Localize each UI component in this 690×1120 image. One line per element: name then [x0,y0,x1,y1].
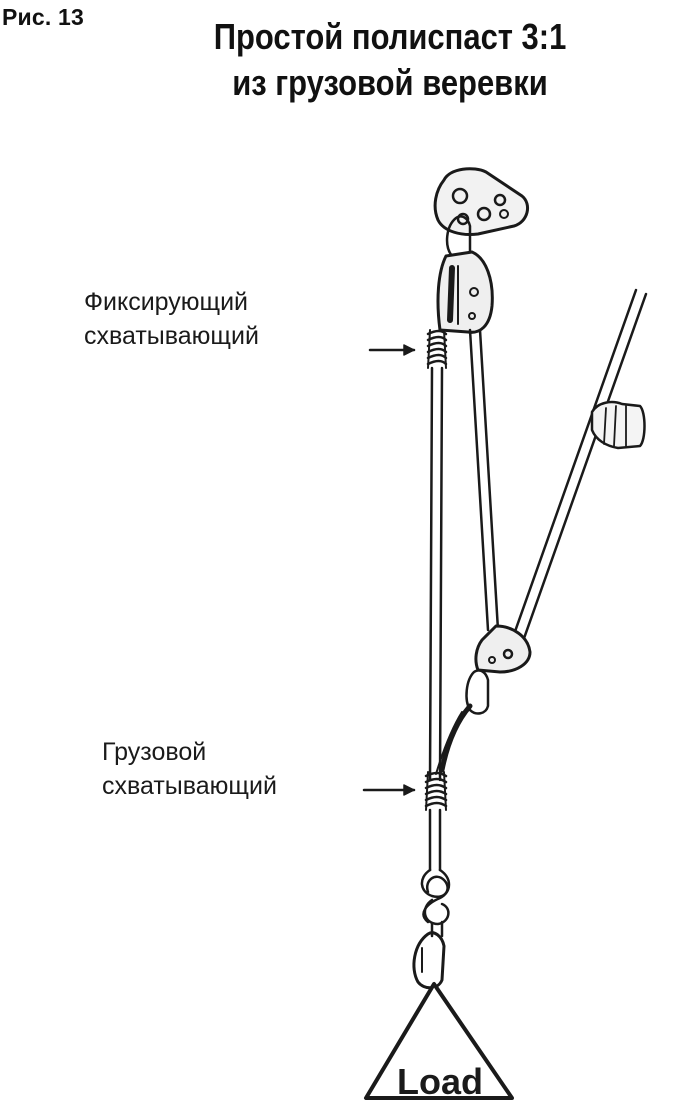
load-carabiner [412,931,446,990]
figure-title-line-2: из грузовой веревки [232,62,548,103]
load-prusik-label-line-1: Грузовой [102,738,207,766]
load-prusik-knot [424,771,448,811]
rope-to-knot [428,808,442,872]
anchor-plate [433,167,530,236]
traveling-pulley [474,624,532,674]
fixing-prusik-label-line-2: схватывающий [84,322,259,350]
load-prusik-label: Грузовой схватывающий [102,735,277,803]
load-prusik-label-line-2: схватывающий [102,772,277,800]
fixing-prusik-knot [426,329,448,369]
figure-number: Рис. 13 [2,4,85,30]
figure-eight-knot [420,868,451,938]
figure-title-line-1: Простой полиспаст 3:1 [213,16,567,57]
load-prusik-sling [435,703,473,775]
load-label: Load [397,1061,483,1102]
haul-rope [510,288,648,646]
fixing-prusik-label: Фиксирующий схватывающий [84,285,259,353]
rope-top-to-traveling-pulley [468,328,500,632]
load-triangle [364,982,514,1100]
arrow-fixing-prusik [368,344,416,356]
main-rope [428,366,444,782]
fixing-prusik-label-line-1: Фиксирующий [84,288,249,316]
arrow-load-prusik [362,784,416,796]
traveling-carabiner [465,669,490,715]
top-pulley [436,250,494,334]
hand-icon [590,400,646,450]
figure-title: Простой полиспаст 3:1 из грузовой веревк… [184,14,597,106]
